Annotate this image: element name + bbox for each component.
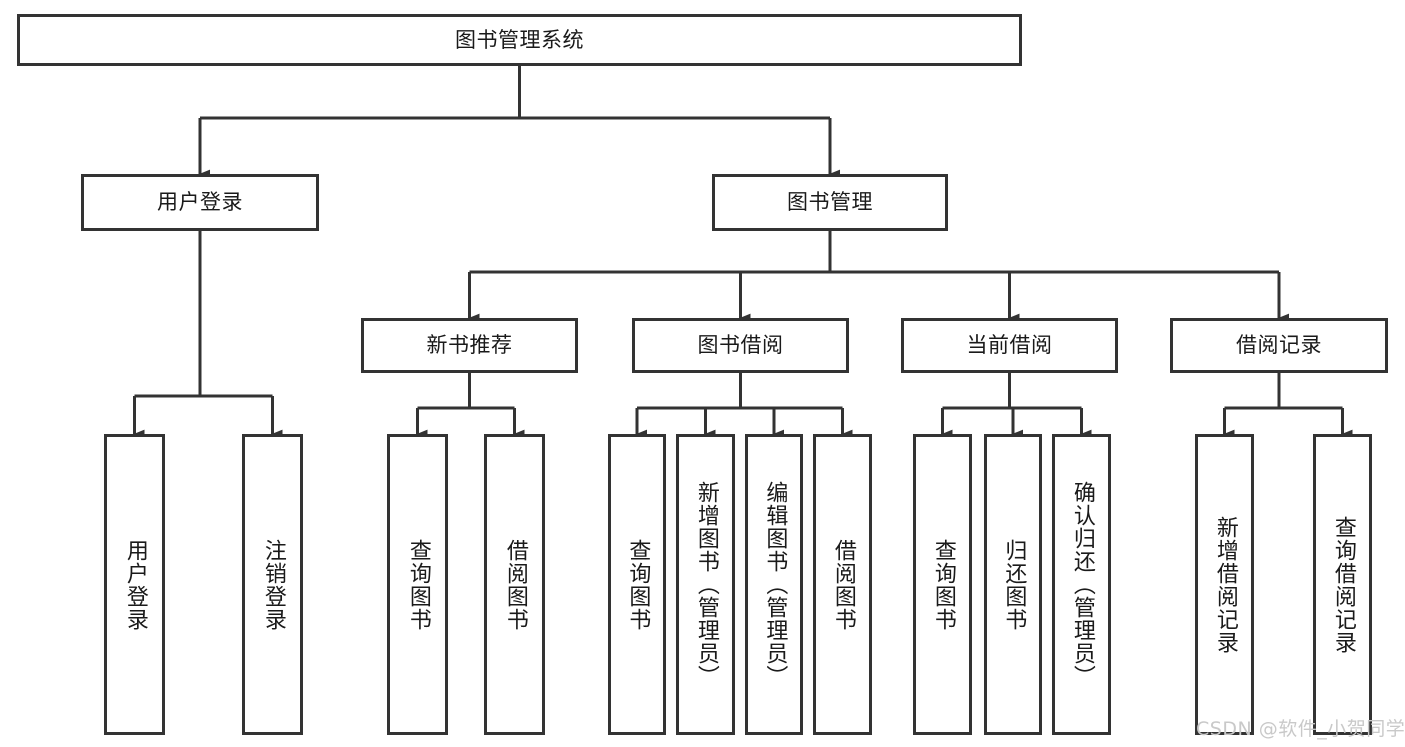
node-leaf-query-book-borrow[interactable]: 查询图书	[608, 434, 666, 735]
node-label-leaf-return-book: 归还图书	[1001, 538, 1027, 631]
connector-lines	[133, 66, 1353, 439]
node-borrow-record[interactable]: 借阅记录	[1170, 318, 1388, 373]
node-label-borrow-record: 借阅记录	[1236, 333, 1322, 358]
node-label-leaf-borrow-book: 借阅图书	[830, 538, 856, 631]
node-label-book-manage: 图书管理	[787, 190, 873, 215]
node-label-leaf-borrow-book-rec: 借阅图书	[502, 538, 528, 631]
node-label-leaf-add-book-admin: 新增图书（管理员）	[693, 481, 719, 688]
node-leaf-user-logout[interactable]: 注销登录	[242, 434, 303, 735]
node-label-leaf-edit-book-admin: 编辑图书（管理员）	[762, 481, 788, 688]
node-label-leaf-user-login: 用户登录	[122, 538, 148, 631]
node-label-leaf-query-book-current: 查询图书	[930, 538, 956, 631]
node-leaf-query-book-current[interactable]: 查询图书	[913, 434, 972, 735]
node-label-leaf-query-borrow-record: 查询借阅记录	[1330, 515, 1356, 654]
node-user-login[interactable]: 用户登录	[81, 174, 319, 231]
node-leaf-add-book-admin[interactable]: 新增图书（管理员）	[676, 434, 735, 735]
node-book-borrow[interactable]: 图书借阅	[632, 318, 849, 373]
node-label-current-borrow: 当前借阅	[966, 333, 1053, 358]
node-leaf-confirm-return-admin[interactable]: 确认归还（管理员）	[1052, 434, 1111, 735]
node-label-book-borrow: 图书借阅	[697, 333, 784, 358]
node-label-new-book-recommend: 新书推荐	[426, 333, 513, 358]
node-leaf-borrow-book-rec[interactable]: 借阅图书	[484, 434, 545, 735]
node-label-leaf-confirm-return-admin: 确认归还（管理员）	[1069, 481, 1095, 688]
node-root[interactable]: 图书管理系统	[17, 14, 1022, 66]
node-label-leaf-user-logout: 注销登录	[260, 538, 286, 631]
node-leaf-return-book[interactable]: 归还图书	[984, 434, 1042, 735]
node-current-borrow[interactable]: 当前借阅	[901, 318, 1118, 373]
node-new-book-recommend[interactable]: 新书推荐	[361, 318, 578, 373]
node-label-user-login: 用户登录	[157, 190, 243, 215]
node-label-leaf-add-borrow-record: 新增借阅记录	[1212, 515, 1238, 654]
node-leaf-edit-book-admin[interactable]: 编辑图书（管理员）	[745, 434, 803, 735]
node-leaf-borrow-book[interactable]: 借阅图书	[813, 434, 872, 735]
node-leaf-add-borrow-record[interactable]: 新增借阅记录	[1195, 434, 1254, 735]
node-label-leaf-query-book-borrow: 查询图书	[625, 538, 651, 631]
node-leaf-user-login[interactable]: 用户登录	[104, 434, 165, 735]
node-leaf-query-book-rec[interactable]: 查询图书	[387, 434, 448, 735]
node-leaf-query-borrow-record[interactable]: 查询借阅记录	[1313, 434, 1372, 735]
node-book-manage[interactable]: 图书管理	[712, 174, 948, 231]
node-label-leaf-query-book-rec: 查询图书	[405, 538, 431, 631]
node-label-root: 图书管理系统	[455, 27, 584, 52]
watermark-text: CSDN @软件_小贺同学	[1196, 718, 1405, 740]
